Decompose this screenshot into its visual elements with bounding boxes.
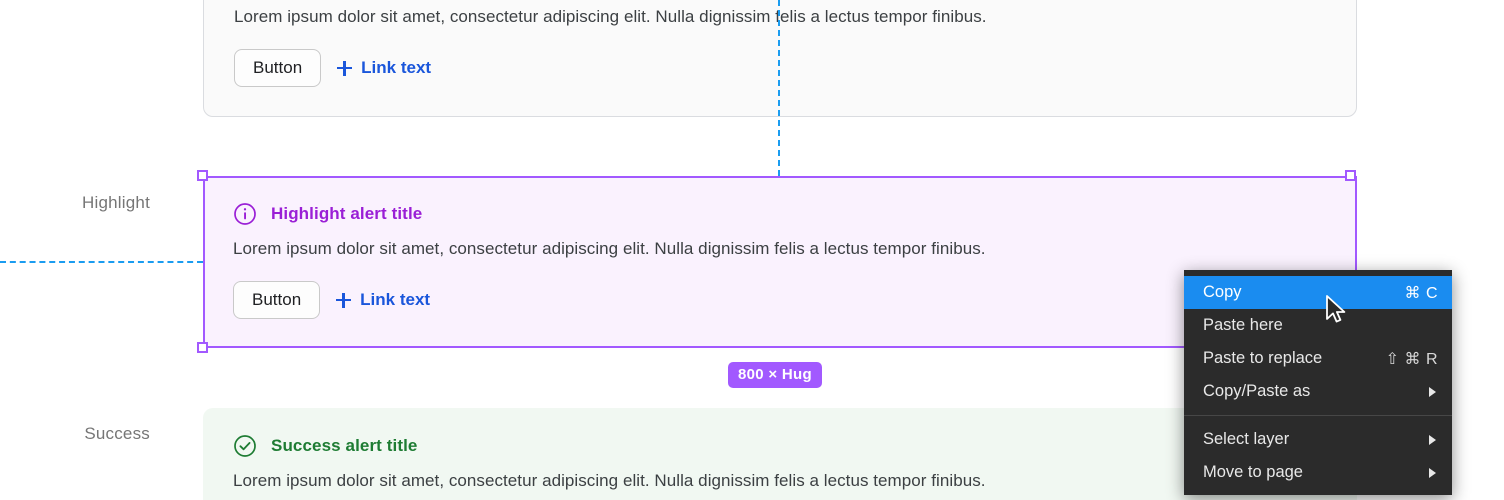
menu-item-copy[interactable]: Copy ⌘ C [1184, 276, 1452, 309]
alert-body-success: Lorem ipsum dolor sit amet, consectetur … [233, 471, 986, 490]
alert-body-highlight: Lorem ipsum dolor sit amet, consectetur … [233, 239, 986, 258]
alert-title-highlight: Highlight alert title [271, 204, 423, 223]
menu-item-paste-to-replace-shortcut: ⇧ ⌘ R [1385, 350, 1438, 368]
menu-separator [1184, 415, 1452, 416]
selection-handle-top-right[interactable] [1345, 170, 1356, 181]
menu-item-paste-to-replace-label: Paste to replace [1203, 349, 1323, 367]
alert-title-success: Success alert title [271, 436, 418, 455]
alert-card-highlight[interactable]: Highlight alert title Lorem ipsum dolor … [203, 176, 1357, 348]
context-menu[interactable]: Copy ⌘ C Paste here Paste to replace ⇧ ⌘… [1184, 270, 1452, 495]
check-circle-icon [234, 435, 256, 457]
menu-item-paste-here[interactable]: Paste here [1184, 309, 1452, 342]
chevron-right-icon [1429, 467, 1436, 478]
menu-item-select-layer-label: Select layer [1203, 430, 1290, 448]
info-circle-icon [234, 203, 256, 225]
alert-link-label-highlight: Link text [360, 290, 431, 309]
alert-card-neutral[interactable]: Lorem ipsum dolor sit amet, consectetur … [203, 0, 1357, 117]
menu-item-copy-shortcut: ⌘ C [1404, 284, 1438, 302]
menu-item-copy-paste-as[interactable]: Copy/Paste as [1184, 375, 1452, 408]
alert-button-highlight[interactable]: Button [233, 281, 321, 319]
alert-card-success[interactable]: Success alert title Lorem ipsum dolor si… [203, 408, 1357, 500]
alert-button-neutral[interactable]: Button [234, 49, 322, 87]
menu-item-select-layer[interactable]: Select layer [1184, 423, 1452, 456]
alert-link-neutral[interactable]: Link text [337, 58, 431, 78]
menu-item-move-to-page-label: Move to page [1203, 463, 1303, 481]
chevron-right-icon [1429, 434, 1436, 445]
row-label-highlight: Highlight [82, 193, 150, 212]
alert-body-neutral: Lorem ipsum dolor sit amet, consectetur … [234, 7, 987, 26]
menu-item-copy-label: Copy [1203, 283, 1242, 301]
plus-icon [336, 292, 352, 308]
menu-item-move-to-page[interactable]: Move to page [1184, 456, 1452, 489]
selection-handle-bottom-left[interactable] [197, 342, 208, 353]
dimension-badge: 800 × Hug [728, 362, 822, 388]
alignment-guide-vertical [778, 0, 780, 176]
alert-link-highlight[interactable]: Link text [336, 290, 430, 310]
menu-item-copy-paste-as-label: Copy/Paste as [1203, 382, 1311, 400]
selection-handle-top-left[interactable] [197, 170, 208, 181]
menu-item-paste-to-replace[interactable]: Paste to replace ⇧ ⌘ R [1184, 342, 1452, 375]
alert-link-label-neutral: Link text [361, 58, 432, 77]
menu-item-paste-here-label: Paste here [1203, 316, 1283, 334]
plus-icon [337, 60, 353, 76]
chevron-right-icon [1429, 386, 1436, 397]
alignment-guide-horizontal [0, 261, 203, 263]
row-label-success: Success [84, 424, 150, 443]
